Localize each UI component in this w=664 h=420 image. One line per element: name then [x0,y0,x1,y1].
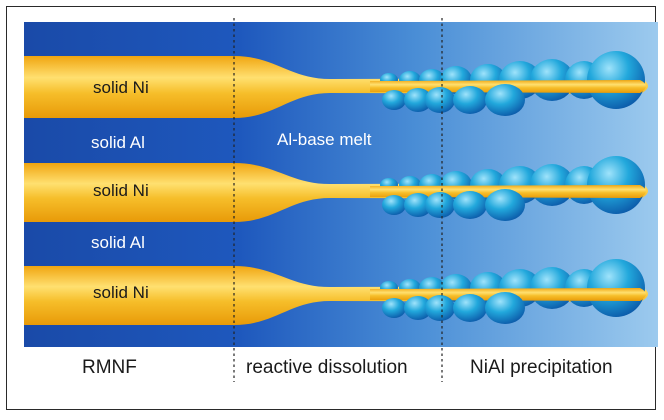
precipitate-droplet-lower [453,294,487,322]
layer-label-3: solid Ni [93,181,149,200]
nickel-strip-2 [24,163,648,222]
precipitate-droplet-lower [404,88,432,112]
precipitate-droplet-lower [485,292,525,324]
layer-label-2: solid Al [91,133,145,152]
region-label-rmnf: RMNF [82,357,137,378]
precipitate-droplet-lower [382,195,406,215]
precipitate-droplet-lower [404,193,432,217]
layer-label-1: solid Ni [93,78,149,97]
precipitate-droplet-lower [382,90,406,110]
precipitate-droplet-lower [425,295,455,321]
region-label-reactive-dissolution: reactive dissolution [246,357,408,378]
precipitate-droplet-lower [425,192,455,218]
precipitate-droplet-lower [382,298,406,318]
nickel-strip-3 [24,266,648,325]
nial-precipitates [382,84,525,324]
precipitate-droplet-lower [485,189,525,221]
precipitate-droplet-lower [485,84,525,116]
precipitate-droplet-lower [453,191,487,219]
melt-label: Al-base melt [277,130,372,149]
precipitate-droplet-upper [587,51,645,109]
region-label-nial-precipitation: NiAl precipitation [470,357,613,378]
nickel-strips [24,51,648,325]
precipitate-droplet-lower [453,86,487,114]
layer-label-5: solid Ni [93,283,149,302]
precipitate-droplet-upper [587,156,645,214]
precipitate-droplet-lower [404,296,432,320]
precipitate-droplet-upper [587,259,645,317]
nickel-strip-1 [24,56,648,118]
precipitate-droplet-lower [425,87,455,113]
layer-label-4: solid Al [91,233,145,252]
